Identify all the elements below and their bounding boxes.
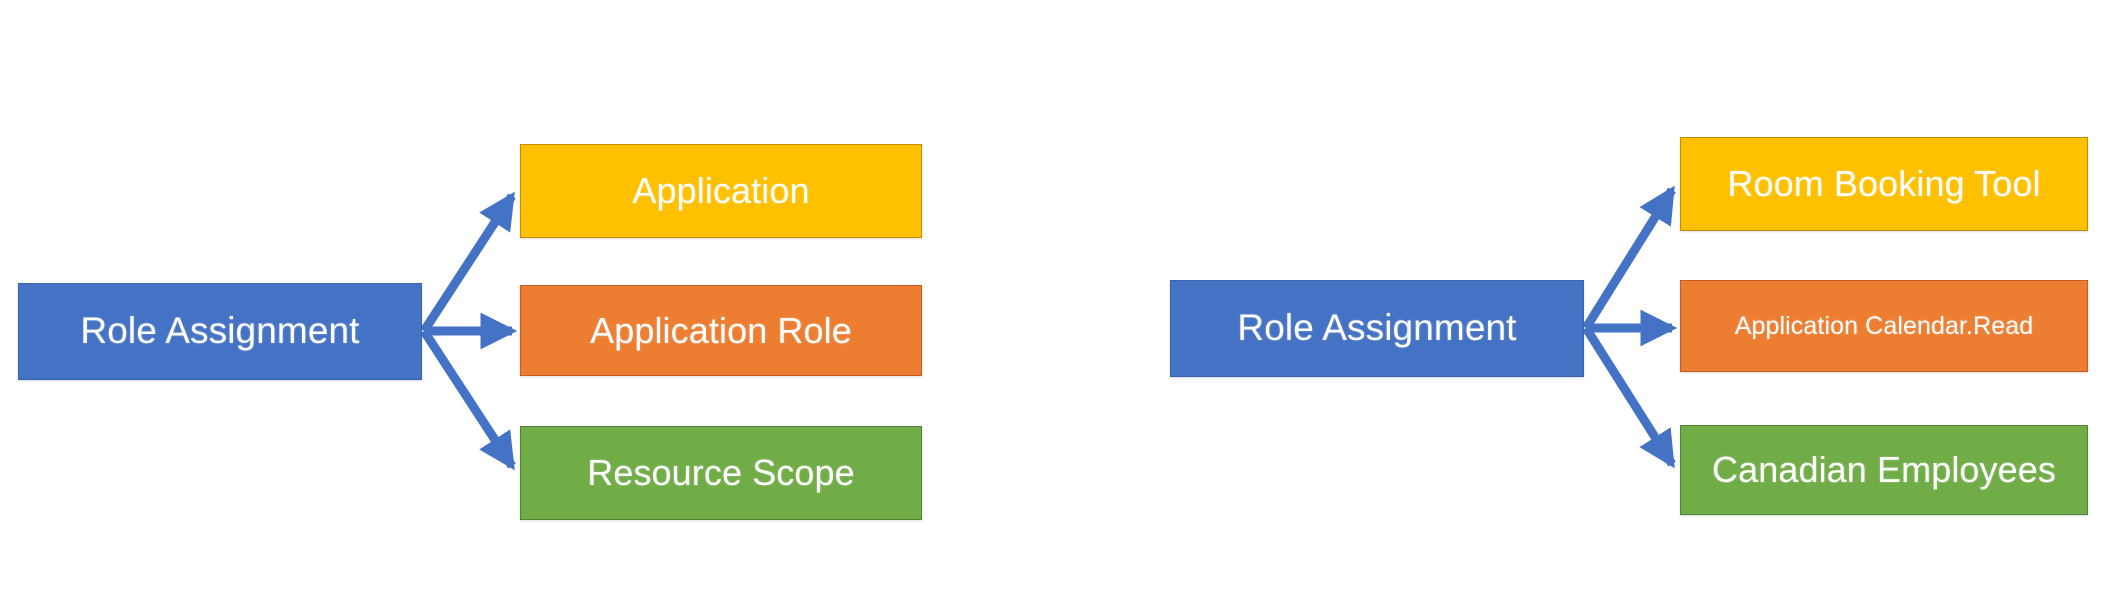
node-application-role[interactable]: Application Role: [520, 285, 922, 376]
node-label: Role Assignment: [80, 310, 360, 352]
node-application-calendar-read[interactable]: Application Calendar.Read: [1680, 280, 2088, 372]
node-label: Role Assignment: [1237, 307, 1517, 349]
node-role-assignment-source[interactable]: Role Assignment: [18, 283, 422, 380]
node-label: Room Booking Tool: [1727, 163, 2041, 205]
node-resource-scope[interactable]: Resource Scope: [520, 426, 922, 520]
node-application[interactable]: Application: [520, 144, 922, 238]
edge-to-application: [420, 191, 516, 334]
edge-to-resource-scope: [420, 328, 516, 471]
node-room-booking-tool[interactable]: Room Booking Tool: [1680, 137, 2088, 231]
diagram-abstract-model: Role Assignment Application Application …: [18, 144, 922, 520]
node-label: Resource Scope: [587, 452, 855, 494]
node-label: Canadian Employees: [1711, 449, 2056, 491]
diagram-concrete-example: Role Assignment Room Booking Tool Applic…: [1056, 0, 2112, 614]
node-canadian-employees[interactable]: Canadian Employees: [1680, 425, 2088, 515]
node-role-assignment-source[interactable]: Role Assignment: [1170, 280, 1584, 377]
edge-to-canadian-employees: [1582, 325, 1676, 469]
node-label: Application: [632, 170, 810, 212]
edge-to-room-booking-tool: [1582, 185, 1676, 331]
node-label: Application Role: [590, 309, 852, 351]
node-label: Application Calendar.Read: [1734, 311, 2034, 340]
